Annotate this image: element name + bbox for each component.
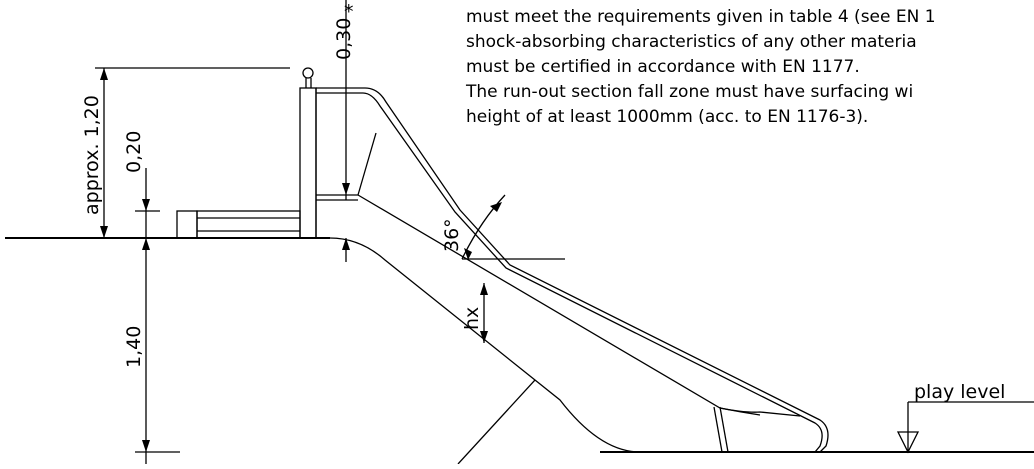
note-line-5: height of at least 1000mm (acc. to EN 11…: [466, 107, 868, 127]
dim-side-height: 0,30 *: [333, 0, 355, 262]
standards-notes: must meet the requirements given in tabl…: [465, 7, 936, 127]
approx-height-label: approx. 1,20: [81, 95, 103, 215]
play-level-label: play level: [914, 381, 1005, 403]
hx-label: hx: [461, 307, 483, 330]
side-height-mark: *: [344, 1, 354, 23]
bench: [176, 210, 301, 239]
play-level-marker: play level: [896, 381, 1034, 454]
dim-rail-height: 0,20: [123, 131, 160, 464]
note-line-3: must be certified in accordance with EN …: [466, 57, 860, 77]
rail-height-label: 0,20: [123, 131, 145, 173]
dim-approx-height: approx. 1,20: [81, 67, 290, 238]
note-line-1: must meet the requirements given in tabl…: [466, 7, 936, 27]
angle-label: 36°: [441, 218, 463, 252]
platform-post: [299, 67, 317, 239]
note-line-2: shock-absorbing characteristics of any o…: [466, 32, 917, 52]
angle-annotation: 36° hx: [441, 194, 565, 465]
post-cap-icon: [302, 67, 314, 79]
slide-side-wall: [315, 87, 829, 453]
dim-platform-depth: 1,40: [123, 326, 180, 453]
note-line-4: The run-out section fall zone must have …: [465, 82, 913, 102]
side-height-label: 0,30: [333, 18, 355, 60]
platform-depth-label: 1,40: [123, 326, 145, 368]
slide-chute: [329, 194, 801, 453]
